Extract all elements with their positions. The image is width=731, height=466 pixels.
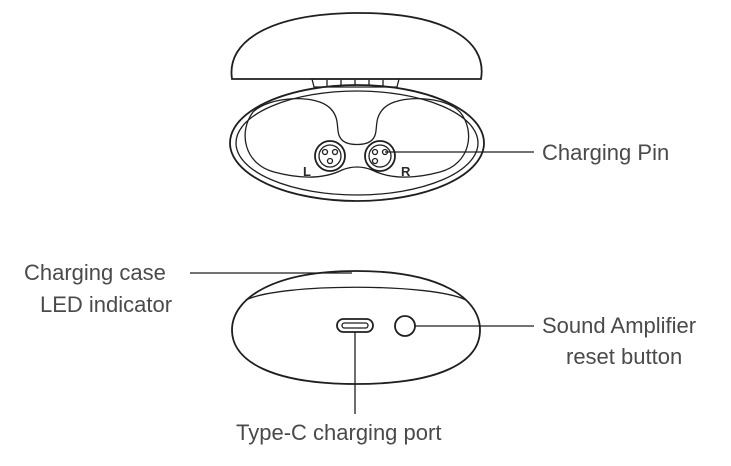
case-base-open	[229, 84, 485, 202]
case-lid	[230, 12, 483, 80]
type-c-port	[336, 318, 374, 333]
led-indicator-label-line2: LED indicator	[40, 292, 173, 317]
right-mark: R	[401, 164, 411, 179]
type-c-port-label: Type-C charging port	[236, 420, 442, 445]
reset-button	[394, 315, 416, 337]
earbud-cavity	[244, 98, 470, 178]
reset-button-label-line1: Sound Amplifier	[542, 313, 697, 338]
charging-pin-right	[364, 140, 396, 172]
left-mark: L	[303, 164, 311, 179]
reset-button-label-line2: reset button	[566, 344, 683, 369]
charging-pin-left	[314, 140, 346, 172]
charging-pin-label: Charging Pin	[542, 140, 670, 165]
led-indicator-label-line1: Charging case	[24, 260, 166, 285]
case-closed	[231, 270, 481, 385]
